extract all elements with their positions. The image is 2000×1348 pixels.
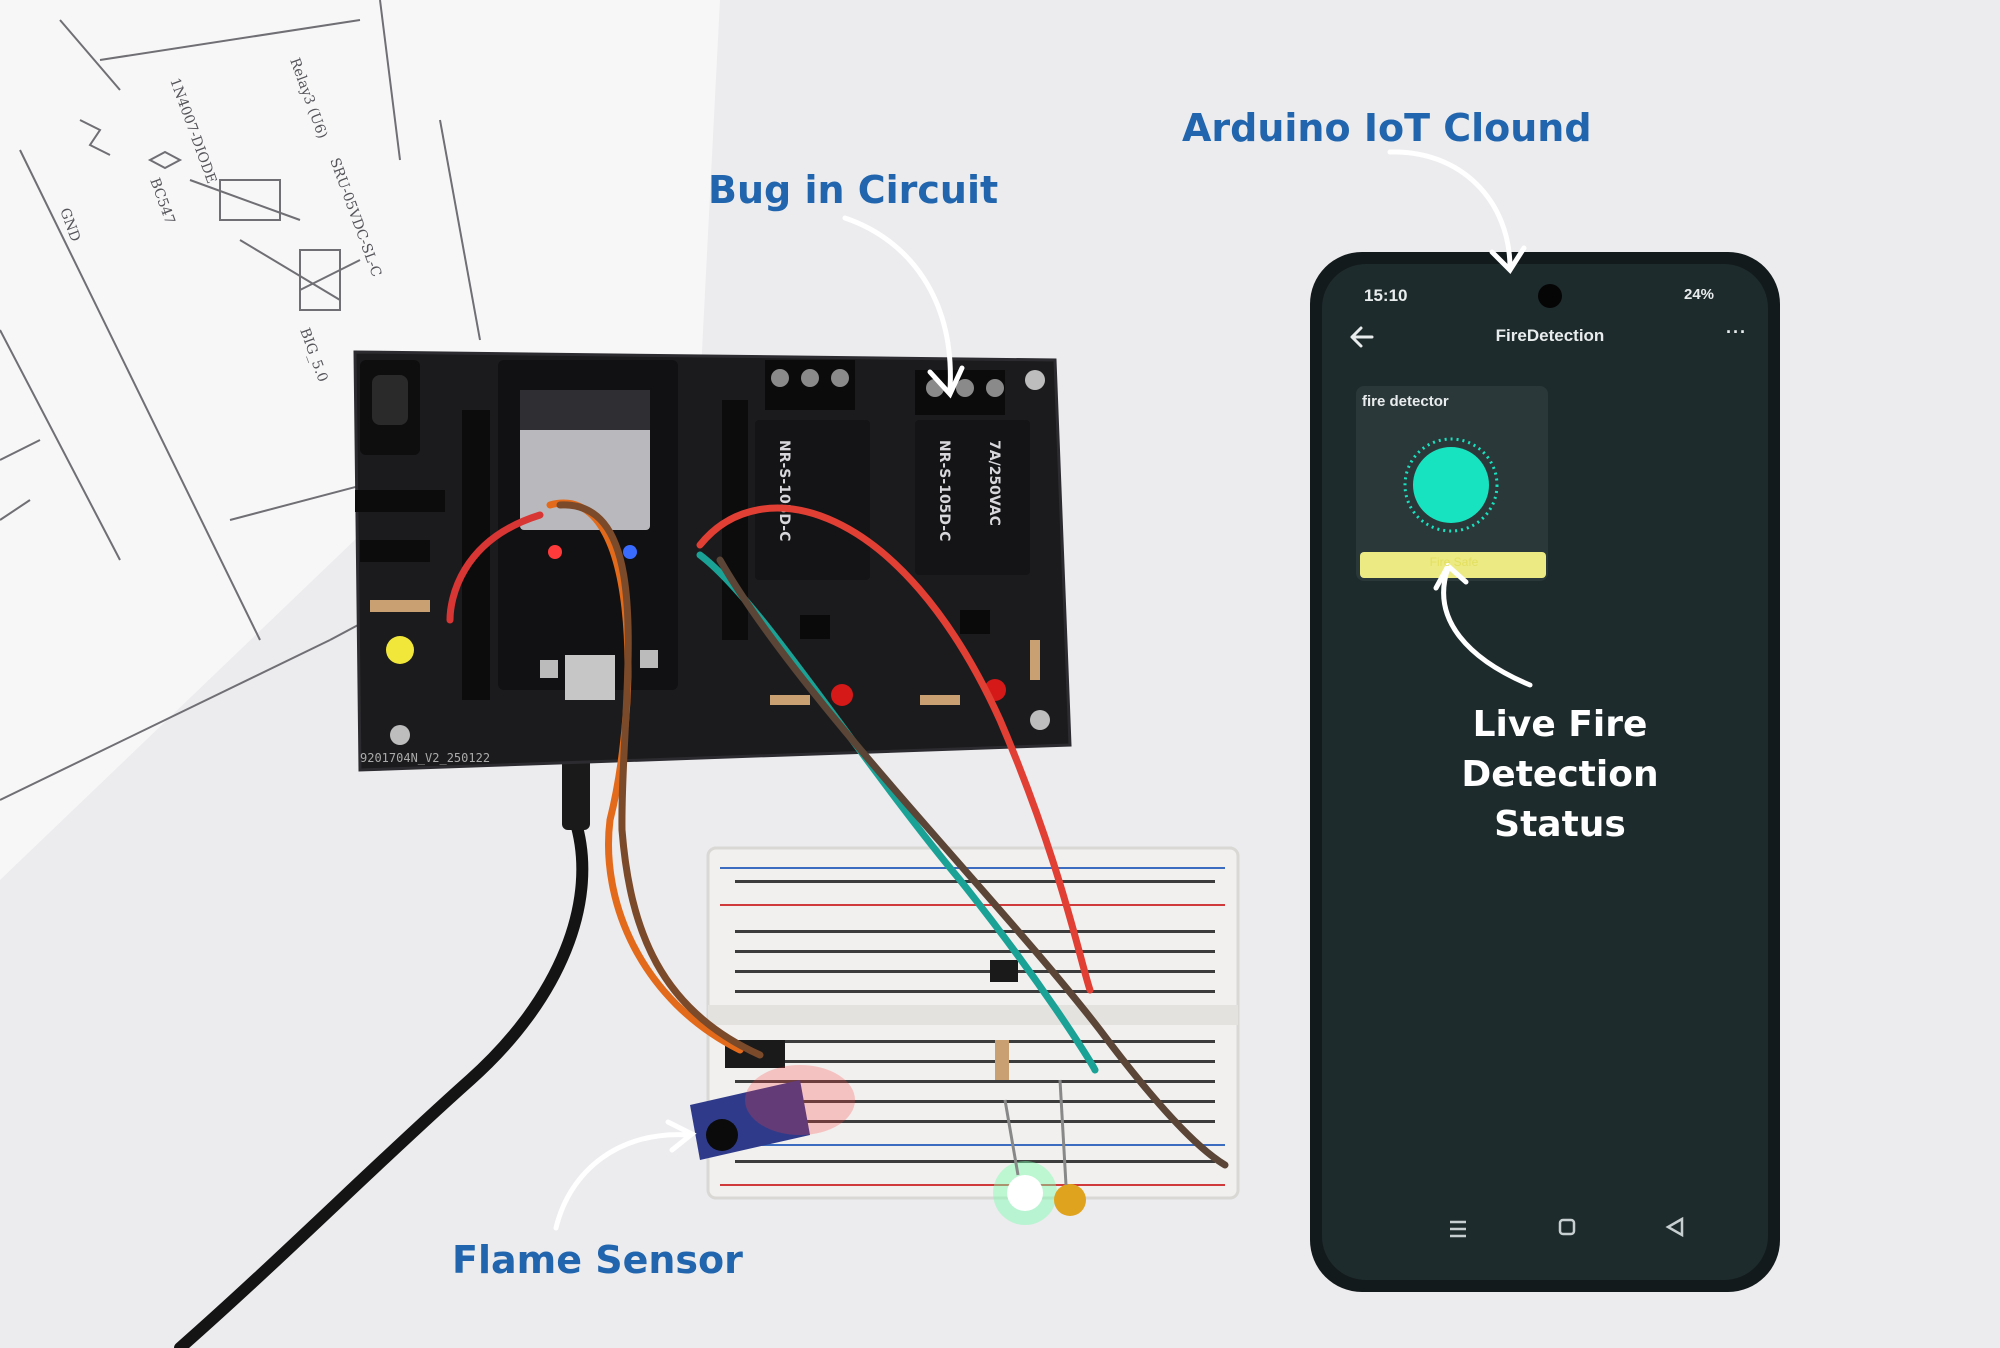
- arrow-cloud: [1387, 149, 1513, 271]
- jumper-wires: [446, 499, 1229, 1169]
- arrow-live: [1441, 565, 1533, 688]
- arrow-flame: [553, 1132, 693, 1231]
- arrow-bug: [842, 215, 953, 393]
- app-title: FireDetection: [1495, 326, 1605, 345]
- back-arrow-icon[interactable]: [1350, 326, 1374, 348]
- fire-status-bar: [1360, 552, 1546, 578]
- live-status-line2: Status: [1494, 804, 1626, 845]
- widget-title: fire detector: [1362, 393, 1449, 410]
- bug-in-circuit-label: Bug in Circuit: [708, 168, 999, 212]
- status-time: 15:10: [1364, 286, 1408, 305]
- live-status-line1: Live Fire Detection: [1461, 704, 1659, 795]
- svg-text:7A/250VAC: 7A/250VAC: [986, 440, 1002, 526]
- smartphone: [1310, 252, 1780, 1292]
- arduino-cloud-label: Arduino IoT Clound: [1182, 106, 1592, 150]
- callout-arrows: [553, 149, 1533, 1231]
- menu-lines-icon[interactable]: [1450, 1220, 1466, 1238]
- status-battery: 24%: [1684, 286, 1715, 303]
- more-options-icon[interactable]: ···: [1726, 322, 1747, 342]
- svg-text:NR-S-105D-C: NR-S-105D-C: [936, 440, 952, 541]
- breadboard-leds: [990, 960, 1086, 1225]
- flame-sensor-label: Flame Sensor: [452, 1238, 743, 1282]
- usb-cable: [174, 814, 589, 1348]
- fire-indicator-ring: [1403, 437, 1499, 533]
- home-square-icon[interactable]: [1558, 1218, 1576, 1236]
- widget-status-text: Fire Safe: [1429, 555, 1479, 569]
- fire-indicator-icon: [1413, 447, 1489, 523]
- live-status-label: Live Fire Detection Status: [1380, 700, 1740, 850]
- svg-text:9201704N_V2_250122: 9201704N_V2_250122: [360, 751, 490, 765]
- svg-text:NR-S-105D-C: NR-S-105D-C: [776, 440, 792, 541]
- back-triangle-icon[interactable]: [1665, 1216, 1684, 1238]
